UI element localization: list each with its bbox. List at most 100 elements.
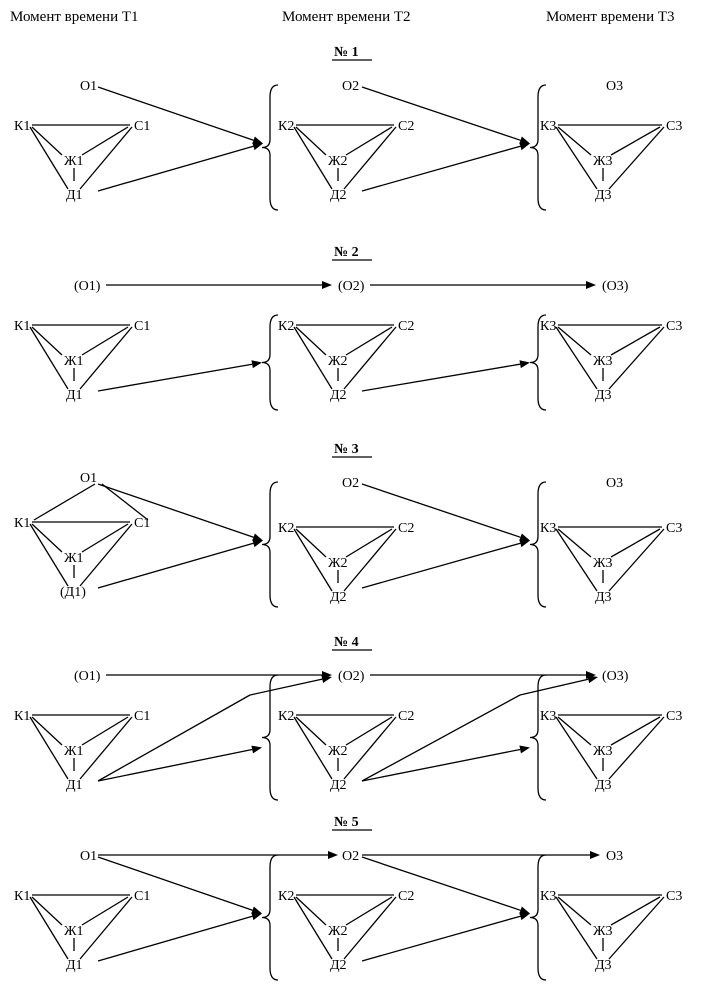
edge-s-d [343, 326, 397, 390]
arrow-d2-o3-head [519, 675, 598, 696]
edge-k-zh [557, 716, 592, 746]
edge-s-zh [345, 326, 393, 356]
node-s: С3 [666, 709, 682, 724]
diagram-title: № 1 [334, 45, 359, 60]
edge-k-zh [31, 523, 63, 553]
arrowhead [519, 142, 530, 151]
node-k: К1 [14, 709, 30, 724]
arrowhead [252, 539, 263, 548]
edge-s-zh [610, 326, 661, 356]
node-k: К3 [540, 709, 556, 724]
node-k: К2 [278, 521, 294, 536]
arrowhead [321, 675, 332, 684]
node-s: С3 [666, 521, 682, 536]
node-d: (Д1) [60, 585, 86, 600]
edge-o1-c1 [101, 483, 149, 521]
node-s: С1 [134, 119, 150, 134]
node-zh: Ж2 [328, 556, 348, 571]
edge-k-d [29, 326, 69, 390]
node-s: С1 [134, 516, 150, 531]
node-zh: Ж3 [593, 556, 613, 571]
o-label-1: O1 [80, 471, 97, 486]
arrowhead [252, 533, 263, 542]
edge-s-zh [345, 528, 393, 558]
edge-k-zh [295, 126, 327, 156]
node-k: К1 [14, 119, 30, 134]
edge-k-d [29, 896, 69, 960]
brace-t2 [261, 854, 279, 981]
arrowhead [519, 745, 530, 754]
node-zh: Ж2 [328, 154, 348, 169]
node-k: К1 [14, 319, 30, 334]
arrowhead [519, 906, 530, 915]
node-zh: Ж1 [64, 744, 84, 759]
node-k: К2 [278, 119, 294, 134]
node-d: Д2 [330, 388, 347, 403]
edge-k-d [293, 716, 333, 780]
o-label-3: O3 [606, 79, 623, 94]
arrow-d1 [97, 142, 263, 192]
node-s: С2 [398, 709, 414, 724]
arrowhead [251, 360, 262, 369]
edge-k-d [293, 896, 333, 960]
node-d: Д2 [330, 778, 347, 793]
arrow-o1-o2 [106, 671, 332, 679]
node-d: Д2 [330, 188, 347, 203]
edge-s-d [608, 326, 665, 390]
arrow-d1 [97, 912, 262, 962]
arrow-d2 [361, 142, 530, 192]
edge-o1-k1 [33, 483, 96, 521]
arrow-o2-brace [361, 856, 530, 915]
node-k: К2 [278, 319, 294, 334]
edge-s-zh [81, 326, 129, 356]
o-label-1: O1 [80, 849, 97, 864]
arrow-o1 [97, 86, 263, 145]
edge-k-zh [31, 896, 63, 926]
arrowhead [519, 533, 530, 542]
arrow-o2-o3 [362, 851, 600, 859]
node-s: С1 [134, 319, 150, 334]
arrowhead [587, 675, 598, 684]
edge-s-d [608, 126, 665, 190]
edge-s-d [343, 896, 397, 960]
edge-k-d [555, 126, 598, 190]
node-k: К3 [540, 521, 556, 536]
edge-s-zh [610, 528, 661, 558]
edge-s-zh [81, 523, 129, 553]
node-zh: Ж1 [64, 354, 84, 369]
edge-k-zh [31, 716, 63, 746]
edge-k-d [555, 326, 598, 390]
node-zh: Ж3 [593, 744, 613, 759]
edge-k-zh [557, 126, 592, 156]
edge-s-d [79, 326, 133, 390]
edge-k-zh [295, 716, 327, 746]
edge-s-d [343, 126, 397, 190]
arrow-d1 [97, 539, 263, 589]
node-d: Д2 [330, 958, 347, 973]
o-label-3: (O3) [602, 669, 629, 684]
o-label-2: (O2) [338, 279, 365, 294]
node-zh: Ж3 [593, 924, 613, 939]
arrow-d1 [97, 360, 262, 392]
node-zh: Ж1 [64, 551, 84, 566]
edge-k-d [293, 528, 333, 592]
node-k: К2 [278, 889, 294, 904]
arrowhead [322, 281, 332, 289]
arrowhead [586, 281, 596, 289]
o-label-2: O2 [342, 476, 359, 491]
o-label-3: (O3) [602, 279, 629, 294]
edge-k-zh [295, 896, 327, 926]
edge-k-d [555, 896, 598, 960]
header-t3: Момент времени Т3 [546, 9, 675, 25]
edge-k-d [555, 716, 598, 780]
node-zh: Ж2 [328, 744, 348, 759]
edge-k-zh [295, 528, 327, 558]
